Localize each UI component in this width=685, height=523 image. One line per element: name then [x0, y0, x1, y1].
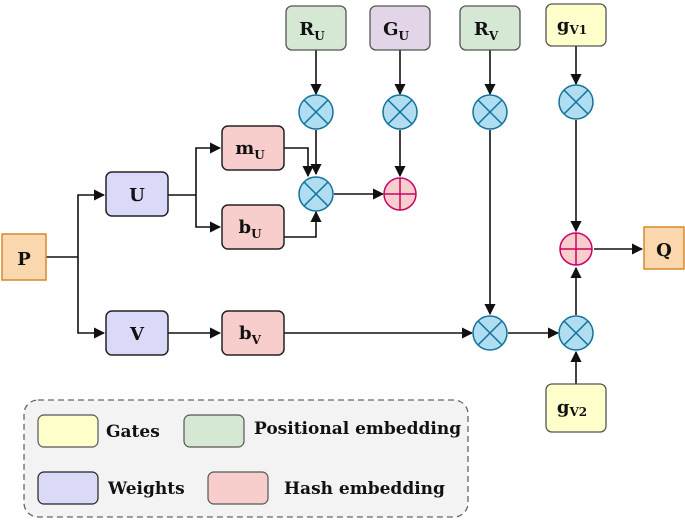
edges [46, 46, 644, 384]
add-op-1 [383, 177, 417, 211]
node-gv1: gV1 [545, 3, 607, 47]
legend-frame [23, 399, 469, 518]
mult-op-4 [472, 94, 508, 130]
edge-u-to-mu [195, 142, 222, 195]
legend-swatch-weights [37, 471, 99, 505]
node-rv: RV [459, 5, 521, 51]
mult-op-2 [298, 176, 334, 212]
legend-label-hash: Hash embedding [284, 479, 445, 499]
mult-op-6 [558, 84, 594, 120]
node-gu-label: GU [383, 19, 409, 43]
edge-p-to-v [77, 257, 106, 339]
edge-u-to-bu [195, 195, 222, 233]
node-bu: bU [221, 204, 285, 250]
node-mu-label: mU [235, 138, 265, 162]
edge-bu-to-mult [284, 210, 322, 238]
node-q-label: Q [656, 240, 672, 261]
legend-swatch-hash [207, 471, 269, 505]
legend-label-gates: Gates [106, 422, 160, 442]
node-q: Q [643, 226, 685, 270]
edge-mu-to-mult [284, 147, 314, 178]
node-u-label: U [129, 185, 145, 206]
node-v-label: V [129, 324, 145, 345]
node-v: V [105, 310, 169, 356]
node-u: U [105, 171, 169, 217]
node-bv: bV [221, 310, 285, 356]
mult-op-3 [382, 94, 418, 130]
mult-op-7 [558, 315, 594, 351]
node-gu: GU [369, 5, 431, 51]
node-rv-label: RV [474, 19, 499, 43]
node-p-label: P [17, 249, 31, 270]
node-mu: mU [221, 125, 285, 171]
node-p: P [1, 233, 47, 281]
legend-label-positional: Positional embedding [254, 419, 461, 439]
node-gv2: gV2 [545, 383, 607, 433]
node-gv1-label: gV1 [557, 15, 587, 37]
mult-op-5 [472, 315, 508, 351]
node-ru-label: RU [299, 19, 325, 43]
node-gv2-label: gV2 [557, 397, 587, 419]
mult-op-1 [298, 94, 334, 130]
legend-swatch-positional [183, 414, 245, 448]
legend-swatch-gates [37, 414, 99, 448]
legend: Gates Positional embedding Weights Hash … [23, 399, 469, 518]
node-bv-label: bV [239, 323, 262, 347]
legend-label-weights: Weights [107, 479, 185, 499]
node-bu-label: bU [238, 217, 262, 241]
edge-p-to-u [77, 189, 106, 257]
node-ru: RU [285, 5, 347, 51]
add-op-2 [559, 232, 593, 266]
